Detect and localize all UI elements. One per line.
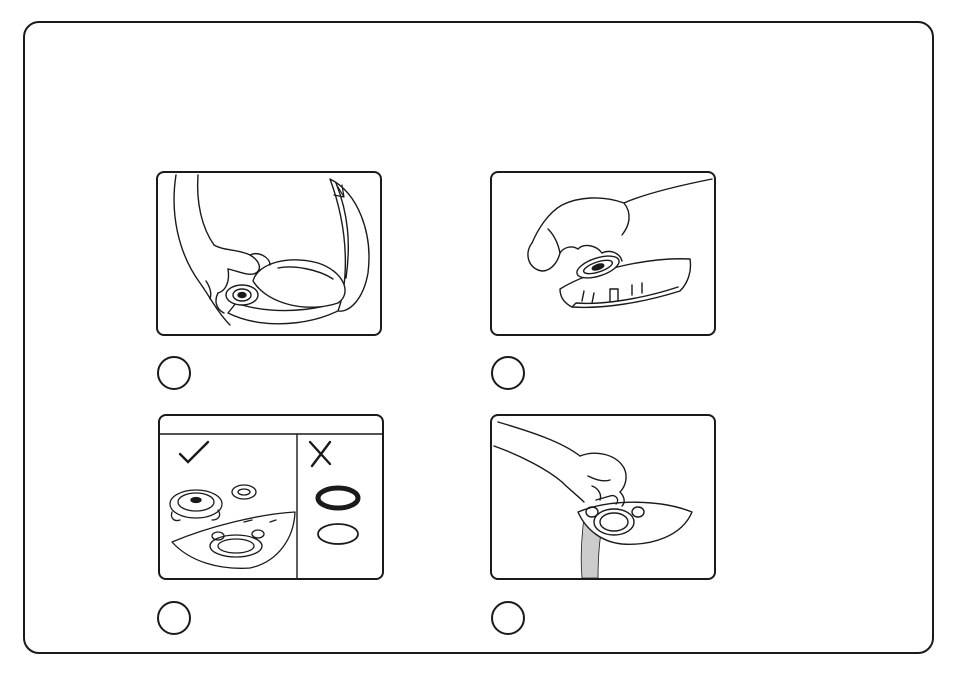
step-3-marker <box>157 601 191 635</box>
incorrect-cross-icon <box>310 442 330 466</box>
step-1-marker <box>157 356 191 390</box>
step-4-marker <box>491 601 525 635</box>
illustration-remove-seal <box>156 171 382 336</box>
seal-check-drawing <box>160 416 382 578</box>
illustration-rinse-seal <box>490 414 716 580</box>
illustration-pull-seal <box>490 171 716 336</box>
pull-seal-drawing <box>492 173 714 334</box>
illustration-seal-check <box>158 414 384 580</box>
remove-seal-drawing <box>158 173 380 334</box>
step-2-marker <box>491 356 525 390</box>
rinse-seal-drawing <box>492 416 714 578</box>
correct-check-icon <box>180 442 208 462</box>
